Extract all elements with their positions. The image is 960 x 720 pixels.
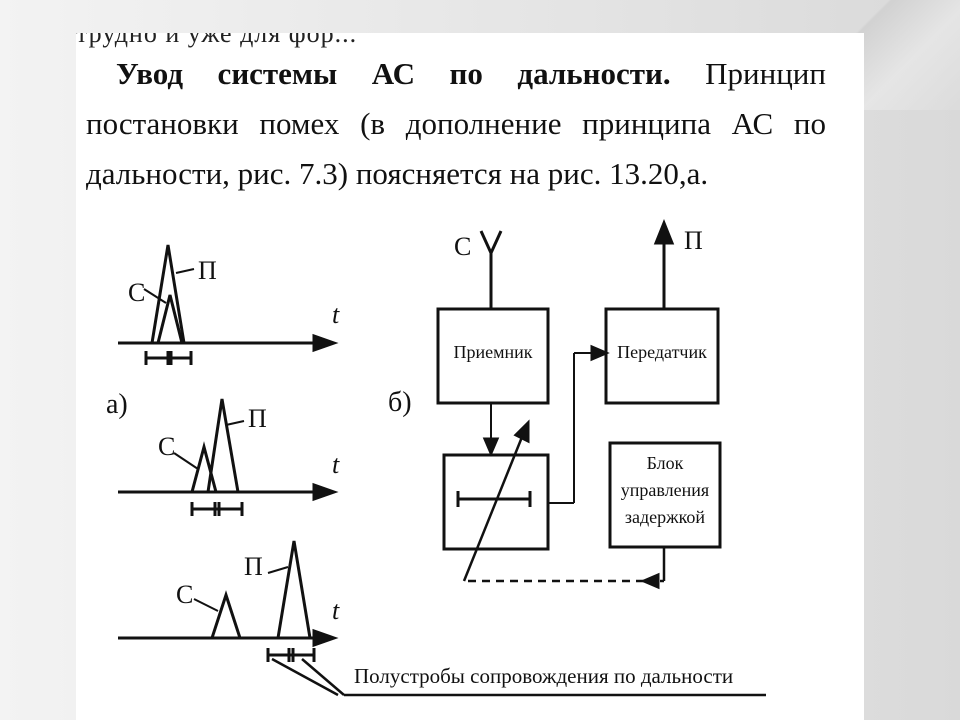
signal-label-1: С [128, 278, 145, 307]
signal-pulse-1 [156, 294, 184, 344]
delay-control-label-line3: задержкой [625, 507, 706, 527]
transmitter-label: Передатчик [617, 342, 707, 362]
time-axis-label-1: t [332, 300, 340, 329]
receiver-block [436, 307, 550, 405]
receiver-to-delay-arrow [482, 403, 500, 457]
timeline-3 [118, 540, 766, 697]
delay-to-transmitter-arrow [548, 344, 610, 504]
time-axis-label-2: t [332, 450, 340, 479]
jam-pulse-1 [150, 244, 186, 344]
signal-pulse-2 [190, 441, 218, 493]
figure-13-20: С П t а) С П t С П t б) С П Приемник Пер… [106, 218, 766, 697]
output-antenna [653, 218, 675, 309]
jam-label-2: П [248, 404, 267, 433]
scanned-page: трудно и уже для фор... Увод системы АС … [76, 33, 864, 720]
signal-label-2: С [158, 432, 175, 461]
transmitter-block [604, 307, 720, 405]
input-antenna-label: С [454, 232, 471, 261]
input-antenna [479, 230, 503, 309]
signal-pulse-3 [210, 590, 242, 639]
paragraph-text: Принцип постановки помех (в дополнение п… [86, 56, 826, 191]
jam-label-3: П [244, 552, 263, 581]
jam-label-1: П [198, 256, 217, 285]
timeline-2 [118, 398, 339, 516]
delay-control-label-line2: управления [621, 480, 709, 500]
delay-element-symbol [456, 419, 532, 582]
jam-pulse-2 [206, 398, 240, 493]
timeline-1 [118, 244, 339, 365]
output-antenna-label: П [684, 226, 703, 255]
body-paragraph: Увод системы АС по дальности. Принцип по… [86, 49, 826, 199]
figure-a-label: а) [106, 389, 128, 420]
delay-control-label-line1: Блок [647, 453, 684, 473]
time-axis-label-3: t [332, 596, 340, 625]
signal-label-3: С [176, 580, 193, 609]
figure-b-label: б) [388, 387, 412, 418]
gates-caption: Полустробы сопровождения по дальности [354, 664, 733, 688]
receiver-label: Приемник [453, 342, 532, 362]
jam-pulse-3 [276, 540, 312, 639]
paragraph-bold-lead: Увод системы АС по дальности. [116, 56, 671, 91]
control-dashed-line [468, 547, 666, 590]
cut-off-header-text: трудно и уже для фор... [76, 33, 358, 48]
